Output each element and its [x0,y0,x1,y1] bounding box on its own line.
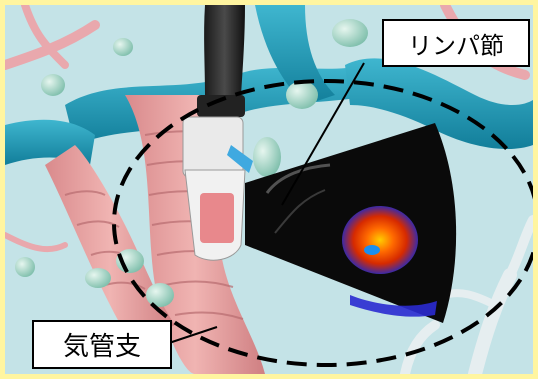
lymph-node-label: リンパ節 [382,19,530,67]
bronchus-label: 気管支 [32,320,172,369]
